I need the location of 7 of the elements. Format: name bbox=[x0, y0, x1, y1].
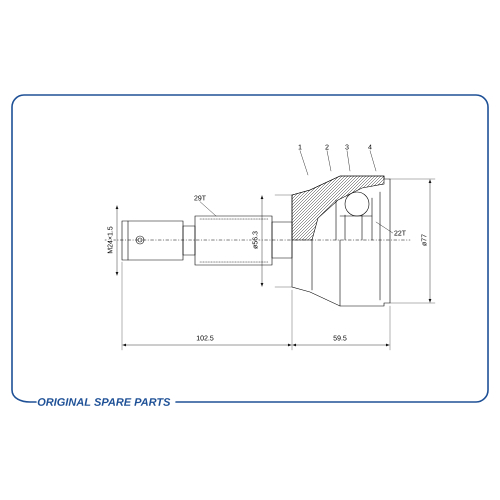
leader-line bbox=[326, 150, 332, 172]
leader-line bbox=[370, 150, 376, 172]
leader-line bbox=[200, 201, 216, 216]
leader-line bbox=[346, 150, 350, 172]
slogan-text: ORIGINAL SPARE PARTS bbox=[38, 398, 170, 406]
leader-line bbox=[300, 150, 308, 176]
leader-line bbox=[376, 222, 393, 234]
